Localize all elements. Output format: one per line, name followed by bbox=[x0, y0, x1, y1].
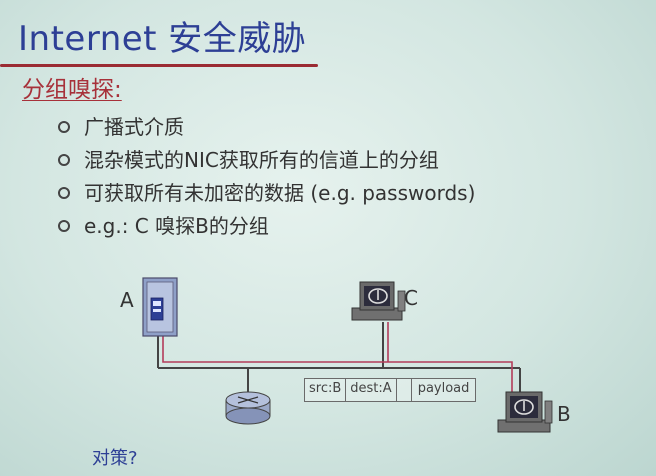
title-underline bbox=[0, 64, 318, 67]
packet-src-field: src:B bbox=[305, 379, 347, 401]
packet-path-to-a bbox=[162, 333, 513, 392]
bullet-item: 广播式介质 bbox=[58, 110, 475, 143]
bullet-item: e.g.: C 嗅探B的分组 bbox=[58, 209, 475, 242]
packet-dest-field: dest:A bbox=[346, 379, 397, 401]
host-c-label: C bbox=[404, 286, 418, 310]
host-b-label: B bbox=[557, 402, 571, 426]
bullet-item: 混杂模式的NIC获取所有的信道上的分组 bbox=[58, 143, 475, 176]
packet-payload-field: payload bbox=[417, 381, 470, 396]
circle-bullet-icon bbox=[58, 219, 70, 232]
bullet-item: 可获取所有未加密的数据 (e.g. passwords) bbox=[58, 176, 475, 209]
packet-frame: src:B dest:A payload bbox=[304, 378, 477, 402]
circle-bullet-icon bbox=[58, 186, 70, 199]
router-icon bbox=[225, 391, 271, 425]
slide-title: Internet 安全威胁 bbox=[18, 19, 307, 59]
circle-bullet-icon bbox=[58, 153, 70, 166]
host-b-computer-icon bbox=[497, 391, 553, 433]
bullet-list: 广播式介质 混杂模式的NIC获取所有的信道上的分组 可获取所有未加密的数据 (e… bbox=[58, 110, 475, 242]
host-c-computer-icon bbox=[351, 281, 406, 321]
countermeasure-question: 对策? bbox=[92, 448, 138, 469]
bullet-text: 混杂模式的NIC获取所有的信道上的分组 bbox=[84, 147, 439, 172]
host-a-label: A bbox=[120, 288, 134, 312]
circle-bullet-icon bbox=[58, 120, 70, 133]
packet-spacer bbox=[397, 379, 412, 401]
bullet-text: 可获取所有未加密的数据 (e.g. passwords) bbox=[84, 180, 476, 205]
bullet-text: e.g.: C 嗅探B的分组 bbox=[84, 213, 269, 238]
host-a-server-icon bbox=[142, 277, 178, 337]
bullet-text: 广播式介质 bbox=[84, 114, 184, 139]
slide-subtitle: 分组嗅探: bbox=[22, 77, 122, 103]
